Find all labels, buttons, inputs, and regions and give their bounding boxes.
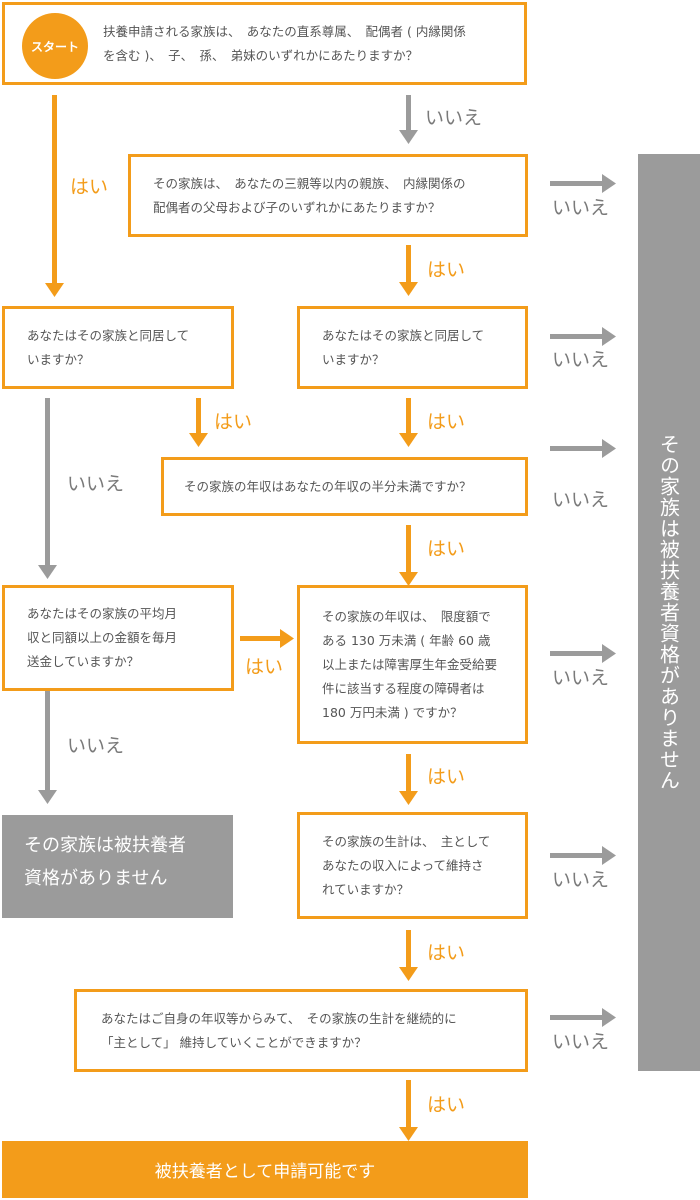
yes-label-q2: はい bbox=[427, 259, 466, 281]
question-remittance-text: あなたはその家族の平均月 収と同額以上の金額を毎月 送金していますか？ bbox=[27, 606, 178, 669]
result-eligible-box: 被扶養者として申請可能です bbox=[2, 1141, 528, 1198]
question-relative-text: その家族は、 あなたの三親等以内の親族、 内縁関係の 配偶者の父母および子のいず… bbox=[153, 175, 466, 215]
no-label-livelihood: いいえ bbox=[552, 869, 610, 891]
result-ineligible-left-box: その家族は被扶養者 資格がありません bbox=[2, 815, 233, 918]
yes-arrows bbox=[45, 95, 418, 1141]
no-label-cohabit-left: いいえ bbox=[67, 473, 125, 495]
yes-label-income-half: はい bbox=[427, 538, 466, 560]
question-cohabit-right-box: あなたはその家族と同居して いますか？ bbox=[297, 306, 528, 389]
question-sustain-text: あなたはご自身の年収等からみて、 その家族の生計を継続的に 「主として」 維持し… bbox=[101, 1010, 457, 1050]
result-ineligible-right-box: その家族は被扶養者資格がありません bbox=[638, 154, 700, 1071]
no-label-income-half: いいえ bbox=[552, 489, 610, 511]
no-label-cohabit-right: いいえ bbox=[552, 349, 610, 371]
yes-label-cohabit-left: はい bbox=[214, 411, 253, 433]
yes-label-remittance: はい bbox=[245, 656, 284, 678]
no-label-remittance: いいえ bbox=[67, 735, 125, 757]
question-livelihood-box: その家族の生計は、 主として あなたの収入によって維持さ れていますか？ bbox=[297, 812, 528, 919]
no-label-relative: いいえ bbox=[552, 197, 610, 219]
start-badge: スタート bbox=[22, 13, 88, 79]
question-cohabit-right-text: あなたはその家族と同居して いますか？ bbox=[322, 327, 485, 367]
no-label-income-limit: いいえ bbox=[552, 667, 610, 689]
question-income-half-text: その家族の年収はあなたの年収の半分未満ですか？ bbox=[184, 478, 472, 494]
question-livelihood-text: その家族の生計は、 主として あなたの収入によって維持さ れていますか？ bbox=[322, 833, 491, 897]
result-ineligible-left-text: その家族は被扶養者 資格がありません bbox=[24, 835, 186, 889]
yes-label-cohabit-right: はい bbox=[427, 411, 466, 433]
question-remittance-box: あなたはその家族の平均月 収と同額以上の金額を毎月 送金していますか？ bbox=[2, 585, 234, 691]
yes-label-livelihood: はい bbox=[427, 942, 466, 964]
question-relative-box: その家族は、 あなたの三親等以内の親族、 内縁関係の 配偶者の父母および子のいず… bbox=[128, 154, 528, 237]
start-question-box: 扶養申請される家族は、 あなたの直系尊属、 配偶者 ( 内縁関係 を含む )、 … bbox=[2, 2, 527, 85]
question-income-half-box: その家族の年収はあなたの年収の半分未満ですか？ bbox=[161, 457, 528, 516]
question-income-limit-text: その家族の年収は、 限度額で ある 130 万未満 ( 年齢 60 歳 以上また… bbox=[322, 608, 498, 720]
yes-label-sustain: はい bbox=[427, 1094, 466, 1116]
yes-label-left: はい bbox=[70, 176, 109, 198]
result-ineligible-right-text: その家族は被扶養者資格がありません bbox=[656, 434, 681, 791]
start-badge-label: スタート bbox=[30, 39, 79, 54]
result-eligible-text: 被扶養者として申請可能です bbox=[154, 1162, 376, 1182]
no-label-start: いいえ bbox=[425, 107, 483, 129]
question-cohabit-left-box: あなたはその家族と同居して いますか？ bbox=[2, 306, 234, 389]
question-income-limit-box: その家族の年収は、 限度額で ある 130 万未満 ( 年齢 60 歳 以上また… bbox=[297, 585, 528, 744]
no-arrows bbox=[38, 95, 616, 1027]
no-label-sustain: いいえ bbox=[552, 1031, 610, 1053]
yes-label-income-limit: はい bbox=[427, 766, 466, 788]
question-sustain-box: あなたはご自身の年収等からみて、 その家族の生計を継続的に 「主として」 維持し… bbox=[74, 989, 528, 1072]
question-cohabit-left-text: あなたはその家族と同居して いますか？ bbox=[27, 327, 190, 367]
start-question-text: 扶養申請される家族は、 あなたの直系尊属、 配偶者 ( 内縁関係 を含む )、 … bbox=[103, 23, 466, 63]
